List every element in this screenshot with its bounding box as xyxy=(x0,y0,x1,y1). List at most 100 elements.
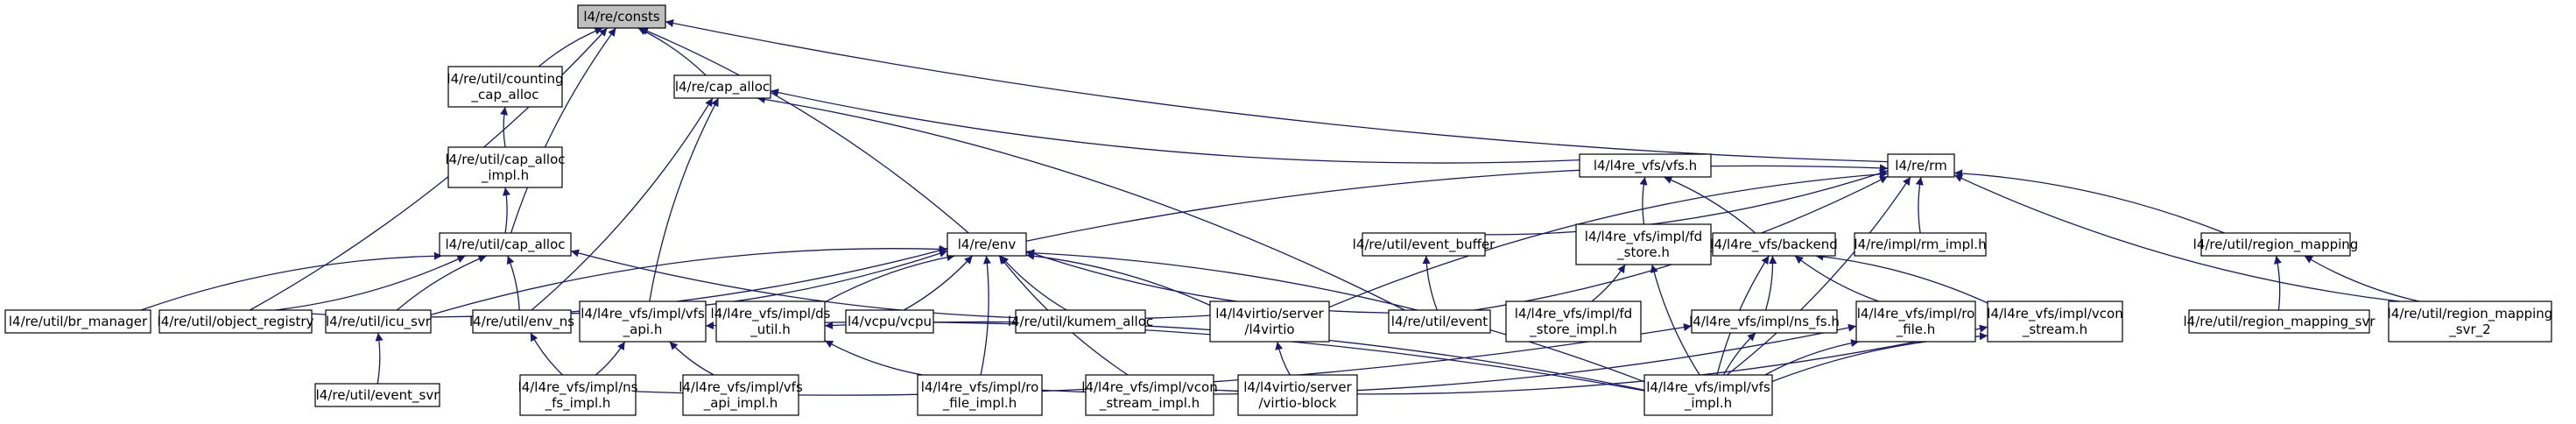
edge-rm_impl-to-rm xyxy=(1915,176,1924,234)
edge-rms2-to-rm xyxy=(1953,174,2400,302)
node-label: l4/re/util/event_svr xyxy=(316,387,440,404)
node-label: l4/re/util/region_mapping xyxy=(2193,237,2359,253)
edge-vblock-to-virtio xyxy=(1275,341,1291,376)
edge-br_mgr-to-ucap xyxy=(140,251,442,311)
node-label: l4/l4re_vfs/impl/fd xyxy=(1585,229,1702,245)
edge-kumem-to-env xyxy=(1000,255,1067,311)
node-box xyxy=(472,309,572,334)
node-box xyxy=(1237,374,1358,416)
node-vcpu[interactable]: l4/vcpu/vcpu xyxy=(845,309,934,334)
node-box xyxy=(2188,309,2370,334)
node-br_mgr[interactable]: l4/re/util/br_manager xyxy=(4,309,151,334)
node-box xyxy=(1854,232,1987,257)
node-vblock[interactable]: l4/l4virtio/server/virtio-block xyxy=(1237,374,1358,416)
node-label: l4/re/util/icu_svr xyxy=(326,314,432,330)
edge-envns-to-ucap xyxy=(506,255,520,311)
node-virtio[interactable]: l4/l4virtio/server/l4virtio xyxy=(1209,300,1330,343)
node-box xyxy=(1505,300,1642,343)
node-regmap[interactable]: l4/re/util/region_mapping xyxy=(2193,232,2359,257)
edge-icu-to-ucap xyxy=(396,255,487,311)
node-box xyxy=(1579,153,1712,178)
node-label: l4/re/util/region_mapping xyxy=(2388,306,2553,322)
edge-rms2-to-regmap xyxy=(2304,255,2420,302)
node-cap_alloc[interactable]: l4/re/cap_alloc xyxy=(673,74,771,99)
node-box xyxy=(1643,374,1773,416)
node-box xyxy=(845,309,934,334)
node-box xyxy=(2200,232,2351,257)
node-label: l4/l4re_vfs/vfs.h xyxy=(1594,158,1697,174)
edge-objreg-to-consts xyxy=(250,27,608,311)
node-label: _cap_alloc xyxy=(471,87,539,103)
node-consts[interactable]: l4/re/consts xyxy=(577,4,666,29)
node-vfs_h[interactable]: l4/l4re_vfs/vfs.h xyxy=(1579,153,1712,178)
node-box xyxy=(158,309,313,334)
node-label: l4/re/util/counting xyxy=(447,71,563,87)
edge-ucap-to-cai xyxy=(502,187,510,234)
node-label: l4/re/util/br_manager xyxy=(9,314,148,330)
edge-vfsimpl-to-vcon xyxy=(1771,332,1988,383)
node-box xyxy=(673,74,771,99)
node-label: l4/l4re_vfs/impl/ro xyxy=(921,379,1039,396)
node-rms2[interactable]: l4/re/util/region_mapping_svr_2 xyxy=(2388,300,2553,343)
node-box xyxy=(1855,300,1976,343)
edge-ds-to-env xyxy=(824,253,955,303)
node-rms[interactable]: l4/re/util/region_mapping_svr xyxy=(2183,309,2375,334)
node-box xyxy=(439,232,572,257)
node-cai[interactable]: l4/re/util/cap_alloc_impl.h xyxy=(445,146,566,188)
node-nsfs[interactable]: l4/l4re_vfs/impl/ns_fs.h xyxy=(1689,309,1840,334)
node-label: _file.h xyxy=(1896,322,1936,338)
node-label: l4/re/util/event xyxy=(1391,314,1489,329)
node-fdstore[interactable]: l4/l4re_vfs/impl/fd_store.h xyxy=(1575,223,1712,265)
node-box xyxy=(2388,300,2552,343)
node-label: l4/re/rm xyxy=(1895,158,1946,173)
edge-env-to-rm xyxy=(1025,164,1889,242)
edge-vfsimpl-to-vfsapi xyxy=(705,321,1645,392)
node-box xyxy=(947,232,1027,257)
node-box xyxy=(1209,300,1330,343)
node-backend[interactable]: l4/l4re_vfs/backend xyxy=(1710,232,1838,257)
node-label: l4/l4re_vfs/impl/ns xyxy=(518,379,638,396)
node-label: l4/re/util/object_registry xyxy=(158,314,314,330)
node-event[interactable]: l4/re/util/event xyxy=(1388,309,1491,334)
edge-vcpu-to-env xyxy=(904,255,974,311)
edge-vcon-to-backend xyxy=(1815,252,1988,304)
node-evbuf[interactable]: l4/re/util/event_buffer xyxy=(1353,232,1496,257)
node-kumem[interactable]: l4/re/util/kumem_alloc xyxy=(1008,309,1153,334)
node-nsfsi[interactable]: l4/l4re_vfs/impl/ns_fs_impl.h xyxy=(518,374,638,416)
node-label: l4/l4re_vfs/impl/ro xyxy=(1857,306,1975,322)
node-label: _fs_impl.h xyxy=(545,395,611,412)
node-counting[interactable]: l4/re/util/counting_cap_alloc xyxy=(447,66,564,108)
node-vfsimpl[interactable]: l4/l4re_vfs/impl/vfs_impl.h xyxy=(1643,374,1773,416)
node-rofi[interactable]: l4/l4re_vfs/impl/ro_file_impl.h xyxy=(917,374,1043,416)
node-objreg[interactable]: l4/re/util/object_registry xyxy=(158,309,314,334)
node-ucap[interactable]: l4/re/util/cap_alloc xyxy=(439,232,572,257)
edge-vfsimpl-to-rm xyxy=(1726,176,1911,376)
node-label: l4/re/util/event_buffer xyxy=(1353,237,1496,253)
edge-cai-to-counting xyxy=(500,106,509,148)
edge-env-to-consts xyxy=(639,27,969,234)
node-label: l4/re/util/region_mapping_svr xyxy=(2183,314,2375,330)
node-env[interactable]: l4/re/env xyxy=(947,232,1027,257)
edge-rofi-to-env xyxy=(980,255,991,376)
edge-regmap-to-rm xyxy=(1953,169,2225,234)
node-evsvr[interactable]: l4/re/util/event_svr xyxy=(314,383,440,407)
node-box xyxy=(447,146,563,188)
node-rofile[interactable]: l4/l4re_vfs/impl/ro_file.h xyxy=(1855,300,1976,343)
node-fdsi[interactable]: l4/l4re_vfs/impl/fd_store_impl.h xyxy=(1505,300,1642,343)
node-label: l4/l4re_vfs/impl/vfs xyxy=(581,306,705,322)
node-box xyxy=(1085,374,1214,416)
node-rm_impl[interactable]: l4/re/impl/rm_impl.h xyxy=(1854,232,1987,257)
node-ds[interactable]: l4/l4re_vfs/impl/ds_util.h xyxy=(711,300,831,343)
node-label: _svr_2 xyxy=(2448,322,2490,338)
node-vcon[interactable]: l4/l4re_vfs/impl/vcon_stream.h xyxy=(1987,300,2123,343)
node-icu[interactable]: l4/re/util/icu_svr xyxy=(325,309,432,334)
node-vfsapi[interactable]: l4/l4re_vfs/impl/vfs_api.h xyxy=(579,300,707,343)
edge-counting-to-consts xyxy=(538,27,603,67)
edge-fdstore-to-vfs_h xyxy=(1639,176,1648,225)
node-vfsapii[interactable]: l4/l4re_vfs/impl/vfs_api_impl.h xyxy=(679,374,803,416)
edge-event-to-evbuf xyxy=(1422,255,1438,311)
node-vconi[interactable]: l4/l4re_vfs/impl/vcon_stream_impl.h xyxy=(1081,374,1218,416)
node-envns[interactable]: l4/re/util/env_ns xyxy=(469,309,574,334)
node-rm[interactable]: l4/re/rm xyxy=(1887,153,1955,178)
